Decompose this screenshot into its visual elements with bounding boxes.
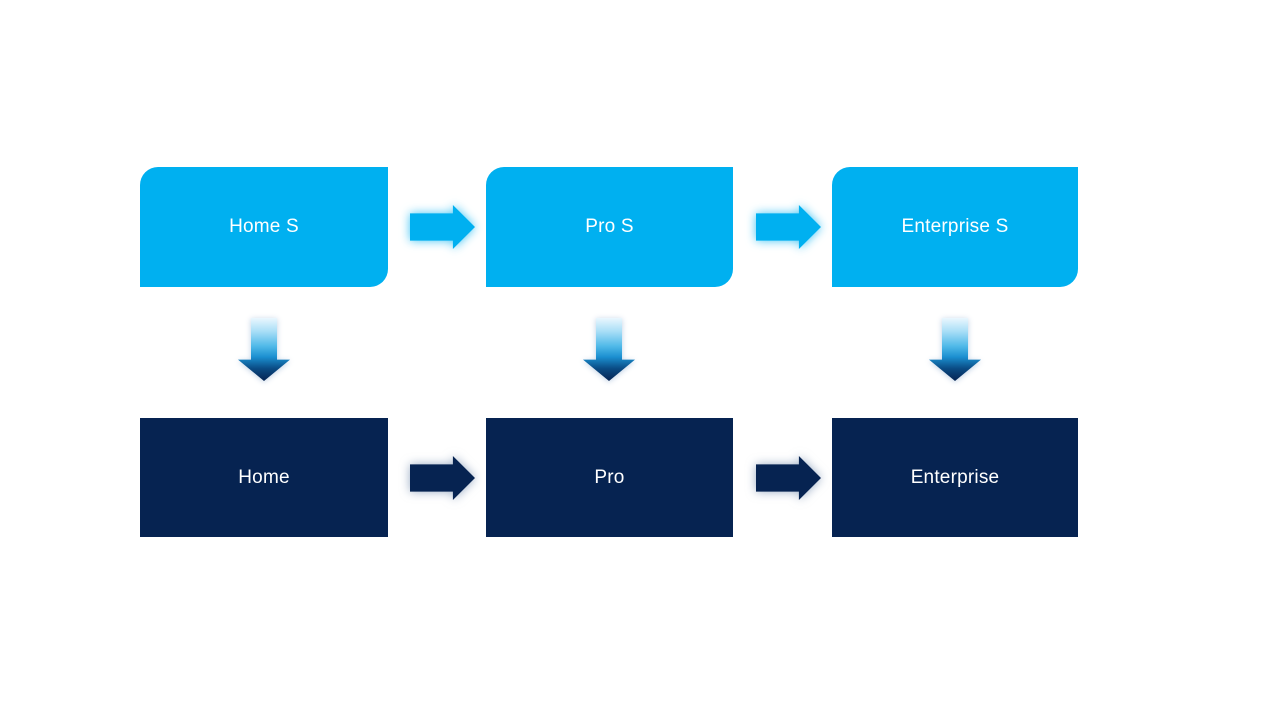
bottom-box-home-label: Home [238,466,290,488]
right-arrow-shape [756,456,821,500]
bottom-box-pro-label: Pro [594,466,625,488]
right-arrow-icon [756,456,821,500]
down-arrow-icon [929,318,981,381]
down-arrow-icon [583,318,635,381]
top-box-home-s: Home S [140,167,388,287]
bottom-box-enterprise: Enterprise [832,418,1078,537]
right-arrow-icon [410,205,475,249]
right-arrow-shape [410,456,475,500]
top-box-home-s-label: Home S [229,216,299,237]
top-box-pro-s-label: Pro S [585,216,634,237]
bottom-box-home: Home [140,418,388,537]
top-box-enterprise-s: Enterprise S [832,167,1078,287]
top-box-pro-s: Pro S [486,167,733,287]
right-arrow-icon [756,205,821,249]
right-arrow-shape [410,205,475,249]
top-box-enterprise-s-label: Enterprise S [901,216,1009,237]
bottom-box-enterprise-label: Enterprise [910,466,1000,488]
bottom-box-pro: Pro [486,418,733,537]
right-arrow-shape [756,205,821,249]
right-arrow-icon [410,456,475,500]
down-arrow-shape [583,318,635,381]
down-arrow-icon [238,318,290,381]
down-arrow-shape [929,318,981,381]
down-arrow-shape [238,318,290,381]
